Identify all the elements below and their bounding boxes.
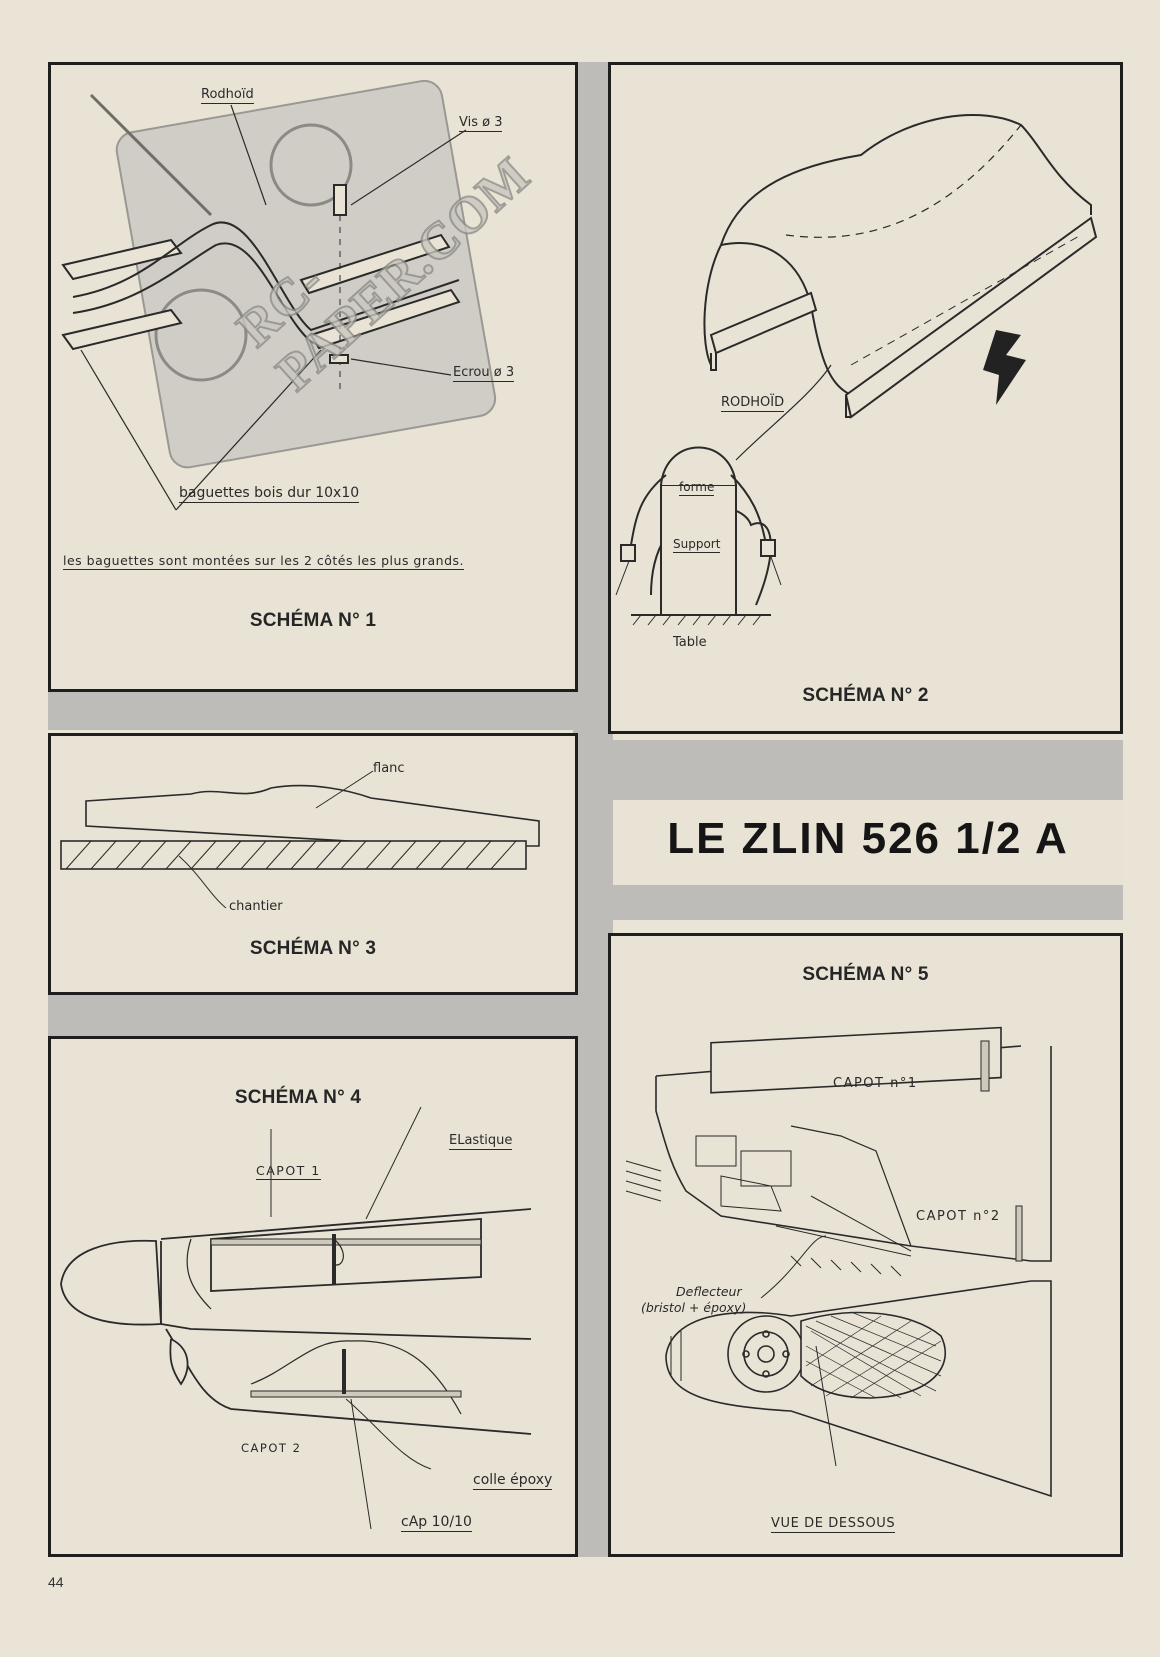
- schema-3-panel: flanc chantier SCHÉMA N° 3: [48, 733, 578, 995]
- label-baguettes-note: les baguettes sont montées sur les 2 côt…: [63, 553, 465, 570]
- schema-1-title: SCHÉMA N° 1: [249, 610, 377, 631]
- schema-5-title: SCHÉMA N° 5: [802, 964, 929, 985]
- schema-5-panel: SCHÉMA N° 5 CAPOT n°1 CAPOT n°2 Deflecte…: [608, 933, 1123, 1557]
- page-number: 44: [48, 1574, 64, 1590]
- schema-4-drawing: [60, 1106, 532, 1530]
- label-table: Table: [673, 635, 707, 650]
- label-support: Support: [673, 537, 721, 553]
- label-vis: Vis ø 3: [459, 115, 503, 132]
- label-capot-n1: CAPOT n°1: [833, 1076, 918, 1091]
- schema-1-panel: RC-PAPER.COM Rodhoïd Vis ø 3 Ecrou ø 3 b…: [48, 62, 578, 692]
- label-rodhoid: Rodhoïd: [201, 87, 254, 104]
- grey-band-row2: [48, 994, 578, 1038]
- label-vue-de-dessous: VUE DE DESSOUS: [771, 1516, 896, 1533]
- schema-3-drawing: [60, 770, 540, 909]
- schema-5-drawing: [625, 1026, 1052, 1498]
- label-deflecteur: Deflecteur: [676, 1284, 742, 1299]
- label-colle-epoxy: colle époxy: [473, 1472, 553, 1490]
- label-cap: cAp 10/10: [401, 1514, 472, 1532]
- label-ecrou: Ecrou ø 3: [453, 365, 515, 382]
- schema-2-drawing: [615, 114, 1098, 626]
- schema-4-title: SCHÉMA N° 4: [234, 1087, 362, 1108]
- schema-2-title: SCHÉMA N° 2: [802, 685, 929, 706]
- article-title-box: LE ZLIN 526 1/2 A: [613, 800, 1123, 885]
- label-capot-2: CAPOT 2: [241, 1441, 302, 1455]
- label-capot-n2: CAPOT n°2: [916, 1209, 1001, 1224]
- label-flanc: flanc: [373, 761, 405, 776]
- label-rodhoid-2: RODHOÏD: [721, 395, 785, 412]
- schema-2-panel: RODHOÏD forme Support Table SCHÉMA N° 2: [608, 62, 1123, 734]
- schema-1-drawing: [61, 79, 497, 511]
- label-forme: forme: [679, 480, 715, 496]
- label-chantier: chantier: [229, 899, 283, 914]
- label-elastique: ELastique: [449, 1133, 513, 1150]
- schema-3-title: SCHÉMA N° 3: [249, 938, 377, 959]
- label-deflecteur-materials: (bristol + époxy): [641, 1300, 747, 1315]
- article-title: LE ZLIN 526 1/2 A: [667, 814, 1069, 863]
- schema-4-panel: SCHÉMA N° 4 ELastique CAPOT 1 CAPOT 2 co…: [48, 1036, 578, 1557]
- label-baguettes: baguettes bois dur 10x10: [179, 485, 360, 503]
- label-capot-1: CAPOT 1: [256, 1163, 321, 1180]
